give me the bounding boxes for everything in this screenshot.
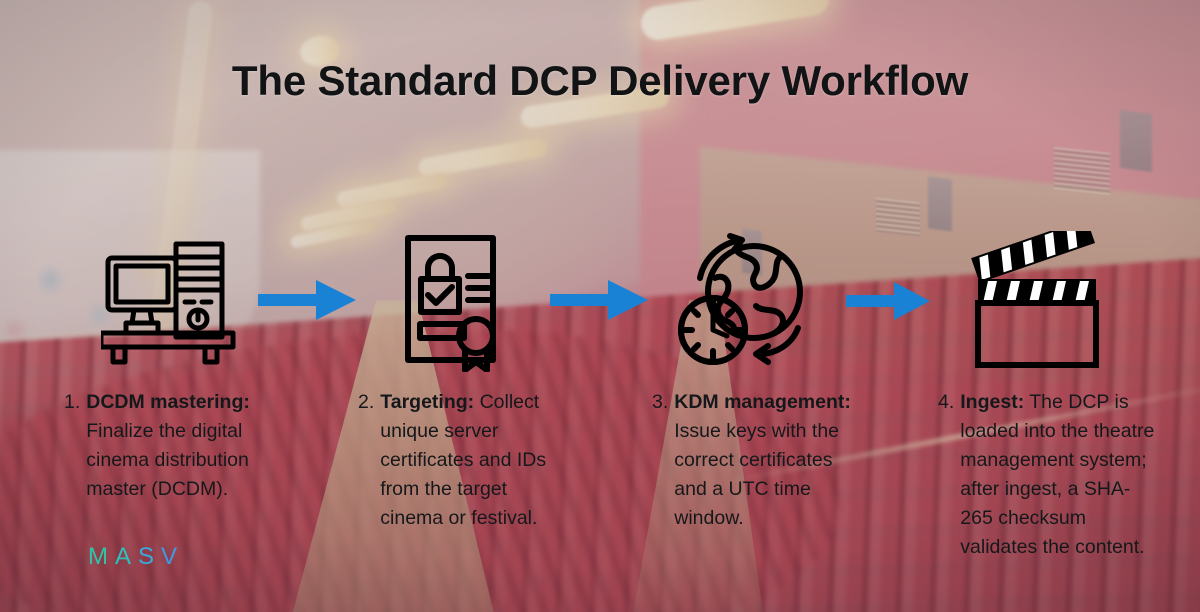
step-description: Collect unique server certificates and I… — [380, 391, 547, 529]
step-heading: Targeting: — [380, 391, 475, 413]
step-text: KDM management: Issue keys with the corr… — [674, 388, 867, 533]
clapperboard-icon — [970, 230, 1099, 368]
desktop-computer-icon — [101, 241, 236, 365]
arrow-right-icon — [550, 280, 648, 320]
step-item-4: 4. Ingest: The DCP is loaded into the th… — [938, 388, 1156, 562]
step-number: 1. — [64, 391, 81, 413]
logo-letter-a: A — [115, 543, 139, 570]
step-item-3: 3. KDM management: Issue keys with the c… — [652, 388, 867, 533]
icon-slot-step-2 — [395, 233, 515, 373]
step-text: Ingest: The DCP is loaded into the theat… — [960, 388, 1156, 562]
arrow-step2-to-step3 — [550, 278, 650, 327]
step-number: 3. — [652, 391, 669, 413]
icon-slot-step-4 — [958, 228, 1103, 373]
step-item-2: 2. Targeting: Collect unique server cert… — [358, 388, 573, 533]
logo-letter-v: V — [161, 543, 185, 570]
step-description: Issue keys with the correct certificates… — [674, 420, 840, 529]
page-title: The Standard DCP Delivery Workflow — [231, 57, 969, 104]
arrow-step3-to-step4 — [846, 280, 932, 327]
step-description: Finalize the digital cinema distribution… — [86, 420, 249, 500]
arrow-step1-to-step2 — [258, 278, 358, 327]
step-heading: DCDM mastering: — [86, 391, 250, 413]
step-number: 2. — [358, 391, 375, 413]
step-description: The DCP is loaded into the theatre manag… — [960, 391, 1155, 558]
icon-row — [0, 228, 1200, 378]
icon-slot-step-1 — [96, 238, 246, 368]
logo-letter-m: M — [88, 543, 115, 570]
step-text: Targeting: Collect unique server certifi… — [380, 388, 573, 533]
step-heading: Ingest: — [960, 391, 1025, 413]
step-item-1: 1. DCDM mastering: Finalize the digital … — [64, 388, 279, 504]
logo-letter-s: S — [138, 543, 162, 570]
globe-clock-icon — [678, 232, 803, 365]
step-text: DCDM mastering: Finalize the digital cin… — [86, 388, 279, 504]
step-number: 4. — [938, 391, 955, 413]
icon-slot-step-3 — [668, 230, 818, 375]
arrow-right-icon — [258, 280, 356, 320]
masv-logo: MASV — [88, 543, 184, 571]
certificate-lock-icon — [405, 235, 496, 372]
arrow-right-icon — [846, 282, 930, 320]
step-heading: KDM management: — [674, 391, 851, 413]
